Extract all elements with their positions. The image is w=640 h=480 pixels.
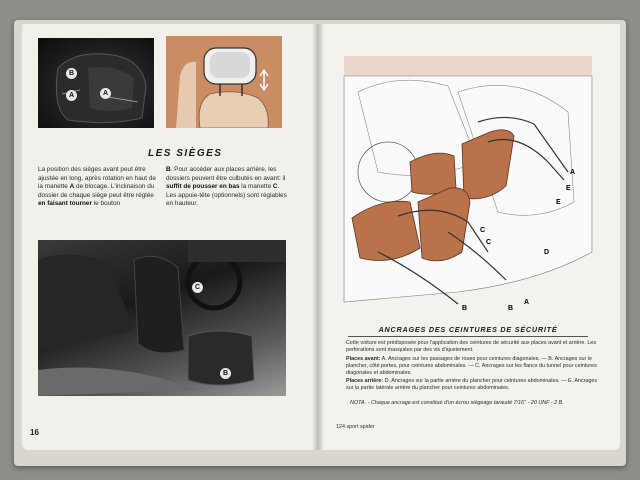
seats-text-column-2: B. Pour accéder aux places arrière, les … — [166, 166, 288, 209]
seatbelt-intro-text: Cette voiture est prédisposée pour l'app… — [346, 340, 597, 353]
front-seats-label: Places avant: — [346, 356, 381, 362]
headrest-illustration — [166, 36, 282, 128]
callout-c: C — [192, 282, 203, 293]
diagram-label: A — [524, 299, 529, 306]
seatbelt-title-text: ANCRAGES DES CEINTURES DE SÉCURITÉ — [378, 325, 558, 334]
seatbelt-anchorage-diagram: A E E C C D B A B — [343, 56, 593, 312]
page-footer: 124 sport spider — [336, 424, 375, 430]
rear-seats-text: D. Ancrages sur la partie arrière du pla… — [346, 378, 598, 391]
seat-adjustment-photo: B A A — [38, 38, 154, 128]
seats-col2-run: C — [272, 183, 278, 191]
diagram-label: B — [508, 305, 513, 312]
diagram-label: C — [480, 227, 485, 234]
section-title-seats: LES SIÈGES — [148, 148, 223, 159]
page-number: 16 — [30, 428, 39, 437]
diagram-label: C — [486, 239, 491, 246]
diagram-label: E — [566, 185, 571, 192]
seats-col1-run: en faisant tourner — [38, 200, 92, 208]
section-title-seatbelts: ANCRAGES DES CEINTURES DE SÉCURITÉ — [348, 325, 588, 337]
book-spine — [312, 24, 324, 450]
seats-col2-run: . Les appuie-tête (option­nels) sont rég… — [166, 183, 287, 208]
callout-b: B — [220, 368, 231, 379]
diagram-label: A — [570, 169, 575, 176]
callout-a: A — [100, 88, 111, 99]
diagram-label: B — [462, 305, 467, 312]
title-rule — [348, 336, 588, 337]
rear-seats-label: Places arrière: — [346, 378, 384, 384]
seats-col1-run: A — [69, 183, 75, 191]
callout-a: A — [66, 90, 77, 101]
diagram-label: D — [544, 249, 549, 256]
car-interior-photo: C B — [38, 240, 286, 396]
seats-col1-run: La position des sièges avant peut être a… — [38, 166, 156, 191]
diagram-label: E — [556, 199, 561, 206]
callout-b: B — [66, 68, 77, 79]
front-seats-text: A. Ancrages sur les passages de roues po… — [346, 356, 597, 376]
seats-col2-run: B — [166, 166, 171, 173]
nota-text: NOTA. - Chaque ancrage est constitué d'u… — [350, 400, 564, 406]
seats-col2-run: la manette — [239, 183, 273, 191]
seats-col1-run: de blocage. L'incli­naison du dossier de… — [38, 183, 155, 199]
front-seats-paragraph: Places avant: A. Ancrages sur les passag… — [346, 356, 606, 377]
seats-col1-run: le bou­ton — [91, 200, 121, 208]
seats-col2-run: suffit de pousser en bas — [166, 183, 240, 191]
seats-text-column-1: La position des sièges avant peut être a… — [38, 166, 160, 209]
seats-col2-run: . Pour accéder aux places arrière, les d… — [166, 166, 286, 182]
rear-seats-paragraph: Places arrière: D. Ancrages sur la parti… — [346, 378, 606, 392]
